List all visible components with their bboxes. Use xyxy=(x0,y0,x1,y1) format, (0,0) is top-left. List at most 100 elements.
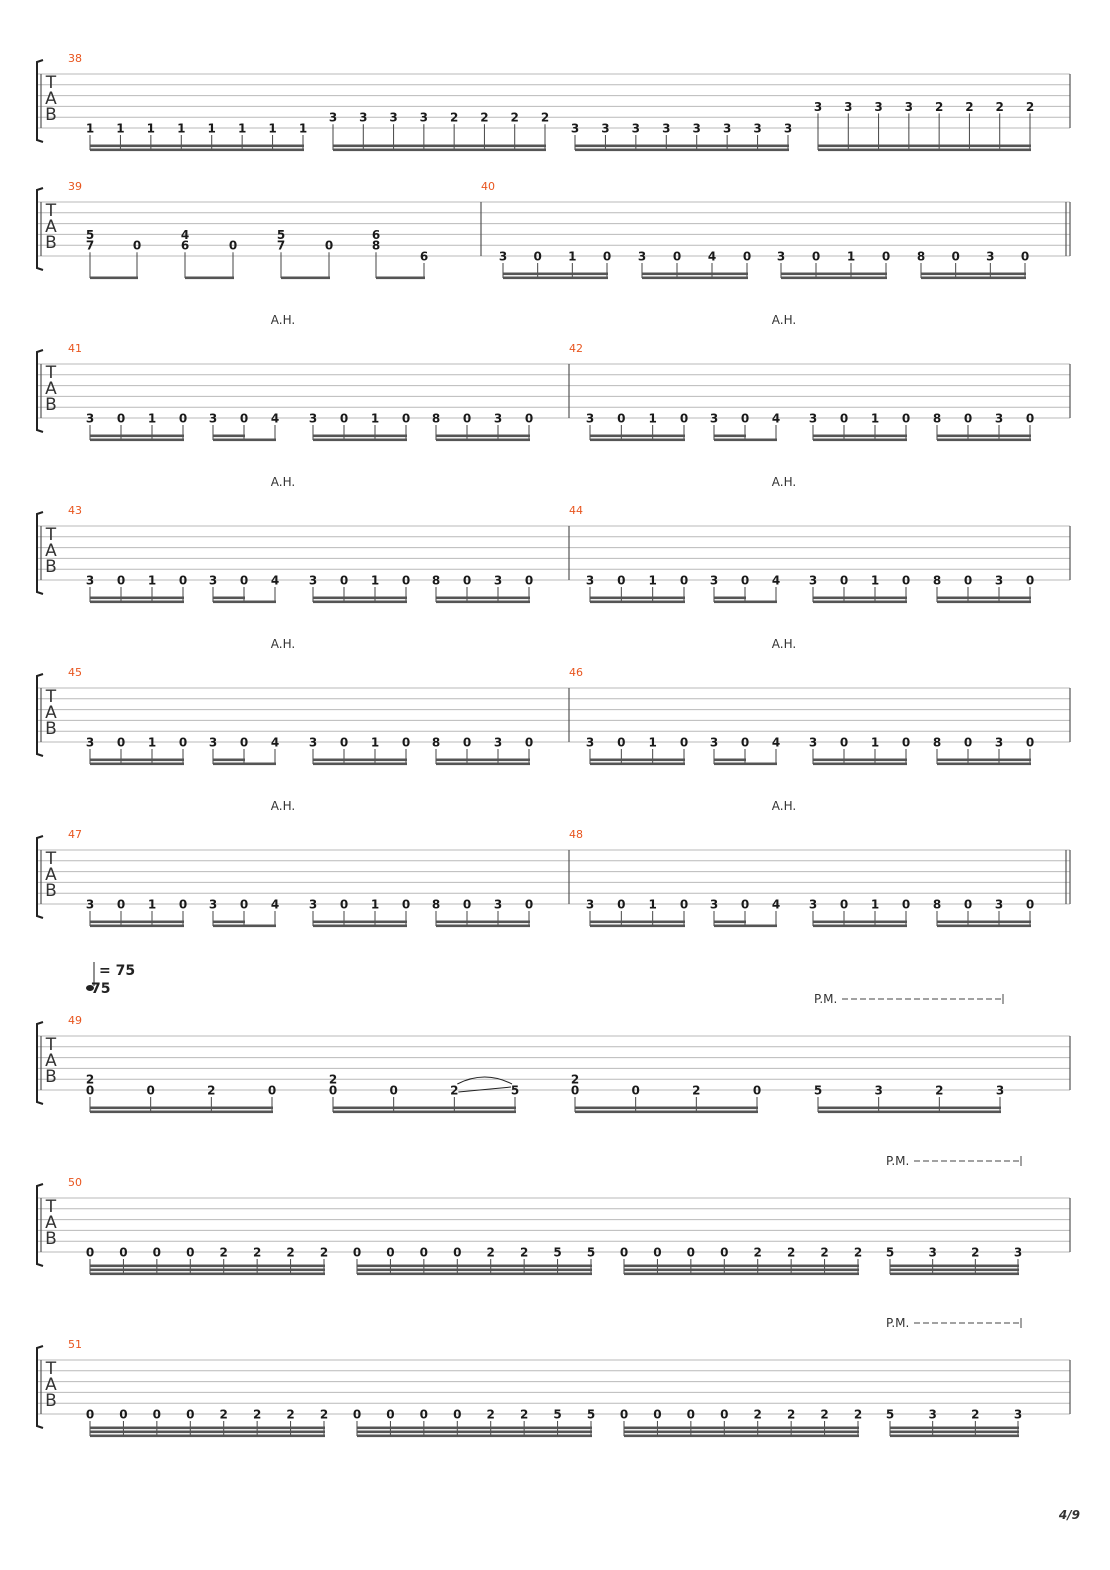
fret-number: 6 xyxy=(372,228,380,242)
fret-number: 0 xyxy=(453,1408,461,1422)
beam xyxy=(813,920,907,924)
fret-number: 0 xyxy=(386,1408,394,1422)
system-bracket xyxy=(36,1021,44,1105)
fret-number: 0 xyxy=(119,1408,127,1422)
fret-number: 0 xyxy=(902,574,910,588)
beam xyxy=(313,762,407,766)
beam xyxy=(890,1272,1019,1276)
fret-number: 1 xyxy=(208,122,216,136)
fret-number: 0 xyxy=(268,1084,276,1098)
beam xyxy=(714,438,777,442)
fret-number: 0 xyxy=(617,412,625,426)
fret-number: 3 xyxy=(209,736,217,750)
fret-number: 0 xyxy=(229,239,237,253)
beam xyxy=(357,1426,592,1430)
fret-number: 0 xyxy=(453,1246,461,1260)
beam xyxy=(503,272,608,276)
fret-number: 0 xyxy=(533,250,541,264)
fret-number: 3 xyxy=(844,100,852,114)
beam xyxy=(90,1430,325,1434)
measure-number: 49 xyxy=(68,1014,82,1027)
fret-number: 2 xyxy=(571,1073,579,1087)
fret-number: 0 xyxy=(325,239,333,253)
fret-number: 5 xyxy=(587,1246,595,1260)
fret-number: 0 xyxy=(571,1084,579,1098)
fret-number: 2 xyxy=(935,1084,943,1098)
fret-number: 2 xyxy=(965,100,973,114)
beam xyxy=(90,1110,273,1114)
fret-number: 3 xyxy=(494,574,502,588)
fret-number: 3 xyxy=(601,122,609,136)
measure-number: 43 xyxy=(68,504,82,517)
fret-number: 3 xyxy=(586,574,594,588)
fret-number: 0 xyxy=(463,574,471,588)
beam xyxy=(313,600,407,604)
beam xyxy=(937,758,1031,762)
fret-number: 0 xyxy=(117,736,125,750)
fret-number: 3 xyxy=(1014,1408,1022,1422)
fret-number: 0 xyxy=(389,1084,397,1098)
system-bracket xyxy=(36,511,44,595)
beam xyxy=(436,762,530,766)
fret-number: 3 xyxy=(494,898,502,912)
beam xyxy=(714,762,777,766)
beam xyxy=(813,596,907,600)
beam xyxy=(90,1264,325,1268)
fret-number: 3 xyxy=(710,574,718,588)
fret-number: 0 xyxy=(1026,898,1034,912)
beam xyxy=(90,920,184,924)
fret-number: 3 xyxy=(494,412,502,426)
palm-mute-label: P.M. xyxy=(886,1154,909,1168)
fret-number: 2 xyxy=(520,1408,528,1422)
tab-clef-letter: T xyxy=(45,1197,57,1217)
fret-number: 3 xyxy=(784,122,792,136)
fret-number: 2 xyxy=(935,100,943,114)
fret-number: 0 xyxy=(902,898,910,912)
fret-number: 3 xyxy=(809,898,817,912)
fret-number: 6 xyxy=(181,239,189,253)
fret-number: 1 xyxy=(648,736,656,750)
fret-number: 0 xyxy=(812,250,820,264)
fret-number: 0 xyxy=(741,412,749,426)
beam xyxy=(357,1434,592,1438)
beam xyxy=(781,272,887,276)
measure-number: 38 xyxy=(68,52,82,65)
beam xyxy=(937,920,1031,924)
fret-number: 2 xyxy=(450,111,458,125)
fret-number: 2 xyxy=(820,1246,828,1260)
fret-number: 2 xyxy=(487,1408,495,1422)
fret-number: 0 xyxy=(603,250,611,264)
fret-number: 4 xyxy=(708,250,716,264)
artificial-harmonic-label: A.H. xyxy=(772,475,796,489)
fret-number: 8 xyxy=(917,250,925,264)
fret-number: 0 xyxy=(753,1084,761,1098)
fret-number: 0 xyxy=(687,1408,695,1422)
fret-number: 1 xyxy=(148,898,156,912)
artificial-harmonic-label: A.H. xyxy=(772,637,796,651)
fret-number: 0 xyxy=(617,574,625,588)
fret-number: 4 xyxy=(271,898,279,912)
beam xyxy=(436,434,530,438)
fret-number: 4 xyxy=(271,412,279,426)
fret-number: 0 xyxy=(186,1246,194,1260)
beam xyxy=(575,148,789,152)
fret-number: 1 xyxy=(371,574,379,588)
fret-number: 0 xyxy=(620,1246,628,1260)
beam xyxy=(90,1268,325,1272)
fret-number: 2 xyxy=(480,111,488,125)
fret-number: 2 xyxy=(854,1408,862,1422)
page-number: 4/9 xyxy=(1058,1508,1080,1522)
fret-number: 0 xyxy=(353,1408,361,1422)
fret-number: 1 xyxy=(177,122,185,136)
beam xyxy=(937,434,1031,438)
fret-number: 2 xyxy=(511,111,519,125)
beam xyxy=(90,434,184,438)
system-bracket xyxy=(36,835,44,919)
tab-clef-letter: T xyxy=(45,1035,57,1055)
fret-number: 1 xyxy=(871,736,879,750)
fret-number: 0 xyxy=(617,736,625,750)
beam xyxy=(357,1264,592,1268)
fret-number: 2 xyxy=(320,1246,328,1260)
fret-number: 2 xyxy=(754,1408,762,1422)
fret-number: 0 xyxy=(525,898,533,912)
